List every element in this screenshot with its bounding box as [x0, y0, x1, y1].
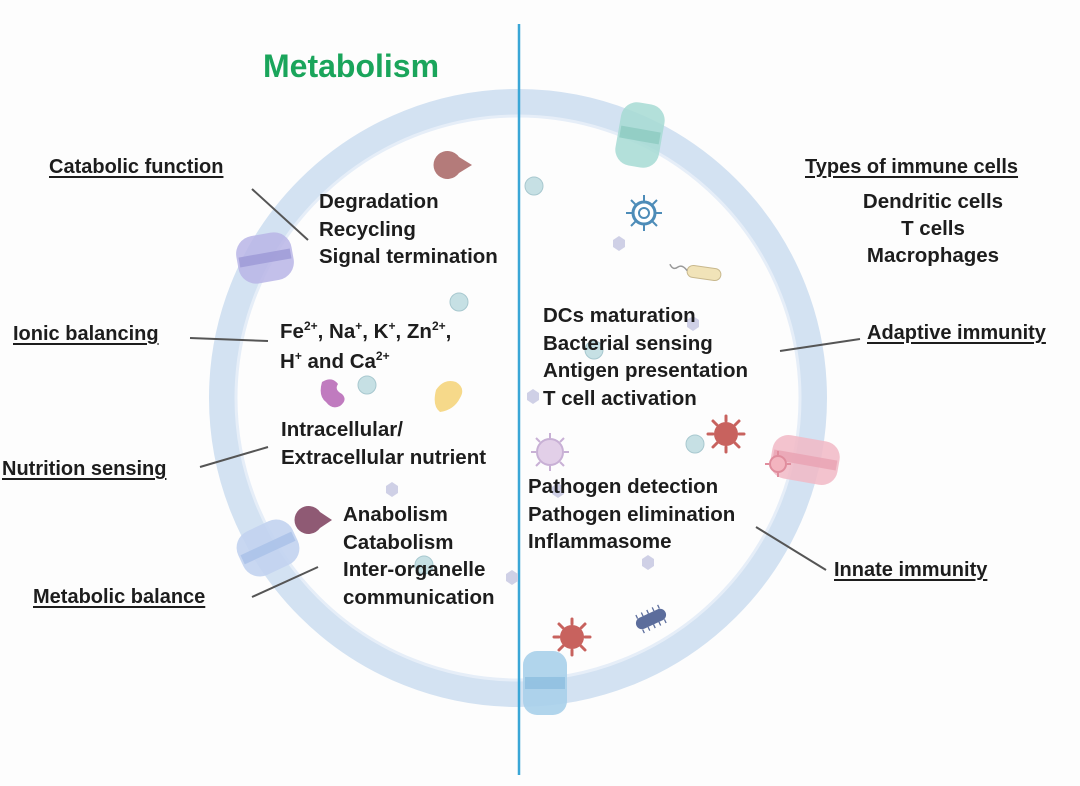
nutrient-item: Intracellular/	[281, 418, 403, 441]
label-adaptive-immunity: Adaptive immunity	[867, 322, 1046, 344]
ion-h: H	[280, 350, 295, 373]
immune-cell-item: T cells	[901, 217, 965, 240]
vesicle-icon	[584, 340, 604, 360]
bacterium-icon	[669, 263, 722, 282]
adaptive-item: T cell activation	[543, 386, 697, 410]
innate-item: Pathogen elimination	[528, 502, 736, 526]
innate-item: Pathogen detection	[528, 475, 719, 498]
adaptive-item: Antigen presentation	[543, 359, 749, 382]
molecule-hexagon-icon	[642, 555, 654, 570]
ion-k-charge: +	[388, 319, 396, 333]
molecule-hexagon-icon	[613, 236, 625, 251]
molecule-shape-icon	[320, 379, 345, 408]
virus-small-icon	[765, 451, 791, 477]
label-innate-immunity: Innate immunity	[834, 559, 988, 581]
molecule-shape-icon	[434, 381, 463, 412]
ion-h-charge: +	[294, 349, 302, 363]
ion-ca-charge: 2+	[375, 349, 390, 363]
leader-catabolic	[251, 188, 309, 241]
immune-cell-item: Macrophages	[866, 244, 1000, 267]
molecule-hexagon-icon	[552, 483, 564, 498]
enzyme-icon	[433, 151, 472, 179]
leader-adaptive	[779, 338, 861, 352]
catabolic-item: Recycling	[319, 217, 416, 241]
rod-bacterium-icon	[635, 604, 667, 634]
label-metabolic-balance: Metabolic balance	[33, 586, 206, 608]
virus-icon	[531, 433, 569, 471]
label-ionic-balancing: Ionic balancing	[13, 323, 159, 345]
vesicle-icon	[449, 292, 469, 312]
ion-and: and	[307, 350, 344, 373]
adaptive-list: DCs maturation Bacterial sensing Antigen…	[543, 302, 748, 412]
immune-cell-list: Dendritic cells T cells Macrophages	[840, 188, 1026, 269]
channel-protein-icon	[615, 102, 665, 168]
ion-line-2: H+ and Ca2+	[280, 347, 451, 377]
adaptive-item: Bacterial sensing	[543, 331, 713, 355]
ion-line-1: Fe2+, Na+, K+, Zn2+,	[280, 319, 452, 343]
balance-item: communication	[343, 585, 495, 609]
ion-zn-charge: 2+	[431, 319, 446, 333]
catabolic-list: Degradation Recycling Signal termination	[319, 188, 498, 271]
balance-item: Anabolism	[343, 503, 448, 526]
ion-fe-charge: 2+	[303, 319, 318, 333]
diagram-title: Metabolism	[263, 48, 440, 84]
nutrient-list: Intracellular/ Extracellular nutrient	[281, 416, 486, 471]
ion-na: Na	[329, 320, 356, 343]
channel-protein-icon	[523, 651, 567, 715]
molecule-hexagon-icon	[386, 482, 398, 497]
molecule-hexagon-icon	[527, 389, 539, 404]
vesicle-icon	[685, 434, 705, 454]
ion-zn: Zn	[406, 320, 432, 343]
channel-protein-icon	[236, 232, 294, 284]
label-catabolic-function: Catabolic function	[49, 156, 224, 178]
label-types-of-immune-cells: Types of immune cells	[805, 156, 1019, 178]
leader-nutrition	[199, 446, 269, 468]
leader-metabolic	[251, 566, 319, 598]
channel-protein-icon	[770, 434, 840, 486]
ion-k: K	[373, 320, 389, 343]
innate-item: Inflammasome	[528, 530, 672, 553]
molecule-hexagon-icon	[687, 316, 699, 331]
enzyme-icon	[294, 506, 332, 535]
catabolic-item: Signal termination	[319, 245, 498, 268]
coronavirus-icon	[706, 414, 746, 454]
ion-fe: Fe	[280, 320, 304, 343]
ion-ca: Ca	[349, 350, 376, 373]
innate-list: Pathogen detection Pathogen elimination …	[528, 473, 735, 556]
balance-item: Catabolism	[343, 530, 454, 554]
leader-innate	[755, 526, 827, 571]
adaptive-item: DCs maturation	[543, 304, 696, 327]
catabolic-item: Degradation	[319, 190, 439, 213]
coronavirus-icon	[552, 617, 592, 657]
leader-ionic	[189, 337, 269, 342]
label-nutrition-sensing: Nutrition sensing	[2, 458, 167, 480]
vesicle-icon	[357, 375, 377, 395]
ion-list: Fe2+, Na+, K+, Zn2+, H+ and Ca2+	[280, 317, 451, 377]
ion-na-charge: +	[355, 319, 363, 333]
balance-list: Anabolism Catabolism Inter-organelle com…	[343, 501, 495, 611]
channel-protein-icon	[236, 519, 300, 577]
immune-cell-item: Dendritic cells	[862, 190, 1004, 213]
nutrient-item: Extracellular nutrient	[281, 445, 487, 469]
balance-item: Inter-organelle	[343, 558, 486, 581]
vesicle-icon	[414, 555, 434, 575]
virus-icon	[626, 195, 662, 231]
molecule-hexagon-icon	[506, 570, 518, 585]
vesicle-icon	[524, 176, 544, 196]
